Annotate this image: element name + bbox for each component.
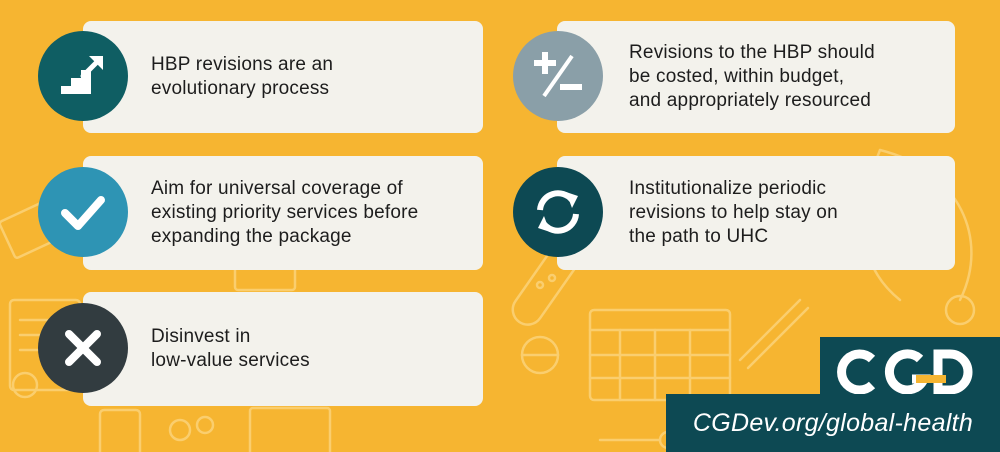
- card-text: Revisions to the HBP should be costed, w…: [629, 42, 875, 111]
- checkmark-icon: [38, 167, 128, 257]
- cgd-logo-mark: [837, 349, 973, 395]
- card-text: Disinvest in low-value services: [151, 326, 310, 371]
- card-institutionalize-revisions: Institutionalize periodic revisions to h…: [557, 156, 955, 270]
- card-costed-resourced: Revisions to the HBP should be costed, w…: [557, 21, 955, 133]
- refresh-cycle-icon: [513, 167, 603, 257]
- website-url-bar: CGDev.org/global-health: [666, 394, 1000, 452]
- website-url[interactable]: CGDev.org/global-health: [692, 408, 974, 437]
- x-mark-icon: [38, 303, 128, 393]
- card-evolutionary-process: HBP revisions are an evolutionary proces…: [83, 21, 483, 133]
- card-text: Institutionalize periodic revisions to h…: [629, 178, 838, 247]
- card-universal-coverage: Aim for universal coverage of existing p…: [83, 156, 483, 270]
- plus-minus-icon: [513, 31, 603, 121]
- card-disinvest: Disinvest in low-value services: [83, 292, 483, 406]
- card-text: Aim for universal coverage of existing p…: [151, 178, 419, 247]
- card-text: HBP revisions are an evolutionary proces…: [151, 54, 334, 99]
- stairs-arrow-up-icon: [38, 31, 128, 121]
